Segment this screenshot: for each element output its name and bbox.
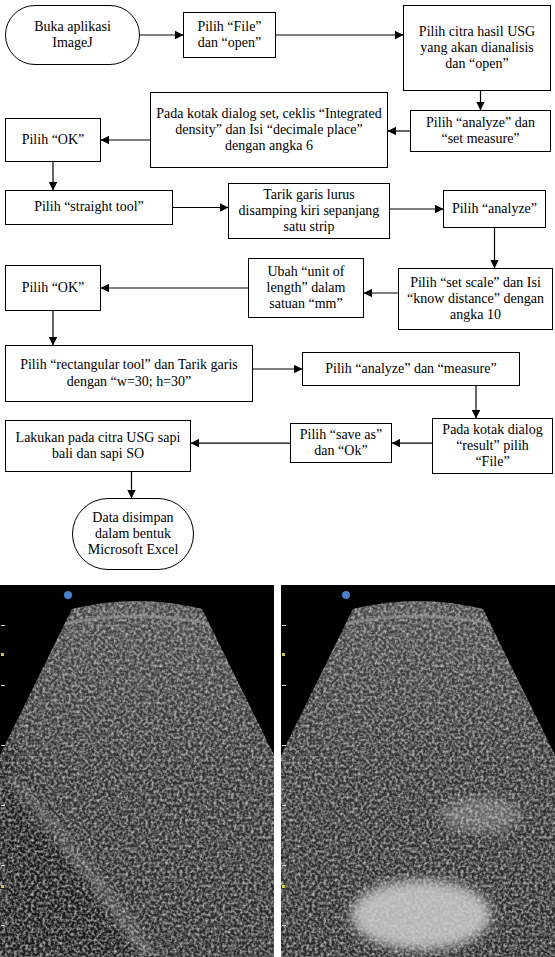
step-text: Pilih “analyze” dan “set measure” [416,115,545,147]
flow-arrow [388,130,410,131]
flow-arrow [480,91,481,110]
step-text: Ubah “unit of length” dalam satuan “mm” [254,264,358,312]
process-box: Pada kotak dialog set, ceklis “Integrate… [150,92,388,168]
flow-arrow [276,34,403,35]
process-box: Pilih citra hasil USG yang akan dianalis… [403,5,551,91]
process-box: Pilih “analyze” dan “measure” [302,352,520,386]
depth-ticks [282,625,286,926]
near-field [60,616,214,625]
process-box: Pilih “rectangular tool” dan Tarik garis… [5,345,253,402]
process-box: Pilih “straight tool” [5,190,173,225]
flow-arrow [131,472,132,498]
speckle [281,585,555,957]
process-box: Ubah “unit of length” dalam satuan “mm” [248,258,364,318]
process-box: Pilih “set scale” dan Isi “know distance… [398,268,553,330]
speckle [0,585,274,957]
flow-arrow [140,34,183,35]
flow-arrow [191,442,290,443]
step-text: Pilih “analyze” dan “measure” [325,361,496,377]
process-box: Pilih “analyze” [443,190,546,228]
flow-arrow [392,442,432,443]
flow-arrow [101,139,150,140]
ultrasound-images [0,585,555,957]
flow-arrow [494,228,495,268]
process-box: Pilih “File” dan “open” [183,12,276,58]
step-text: Pilih “OK” [22,280,85,296]
depth-ticks [1,625,5,926]
step-text: Pada kotak dialog “result” pilih “File” [438,422,547,470]
process-box: Tarik garis lurus disamping kiri sepanja… [228,183,390,239]
ultrasound-right [281,585,555,957]
flow-arrow [364,292,398,293]
sector-fill [281,585,555,957]
flow-arrow [390,208,443,209]
step-text: Pilih “rectangular tool” dan Tarik garis… [11,357,247,389]
flow-arrow [173,207,228,208]
image-ground [281,585,555,957]
step-text: Data disimpan dalam bentuk Microsoft Exc… [85,510,181,558]
step-text: Tarik garis lurus disamping kiri sepanja… [234,187,384,235]
process-box: Lakukan pada citra USG sapi bali dan sap… [5,420,191,472]
probe-marker [342,591,350,599]
ultrasound-left [0,585,274,957]
step-text: Pilih “set scale” dan Isi “know distance… [404,275,547,323]
terminal-box: Buka aplikasi ImageJ [5,5,140,65]
step-text: Buka aplikasi ImageJ [18,19,127,51]
image-ground [0,585,274,957]
flow-arrow [253,368,302,369]
step-text: Pada kotak dialog set, ceklis “Integrate… [156,106,382,154]
flow-arrow [52,311,53,345]
step-text: Pilih “save as” dan “Ok” [296,427,386,459]
flow-arrow [101,287,248,288]
step-text: Pilih “straight tool” [34,199,144,215]
step-text: Pilih citra hasil USG yang akan dianalis… [409,24,545,72]
process-box: Pilih “analyze” dan “set measure” [410,110,551,152]
step-text: Pilih “analyze” [452,201,537,217]
probe-marker [64,591,72,599]
step-text: Pilih “OK” [22,132,85,148]
flow-arrow [475,386,476,418]
step-text: Lakukan pada citra USG sapi bali dan sap… [11,430,185,462]
step-text: Pilih “File” dan “open” [189,19,270,51]
process-box: Pilih “save as” dan “Ok” [290,423,392,463]
process-box: Pilih “OK” [5,118,101,162]
process-box: Pilih “OK” [5,265,101,311]
near-field [341,616,495,625]
flow-arrow [52,162,53,190]
terminal-box: Data disimpan dalam bentuk Microsoft Exc… [72,498,194,570]
process-box: Pada kotak dialog “result” pilih “File” [432,418,553,474]
sector-fill [0,585,274,957]
